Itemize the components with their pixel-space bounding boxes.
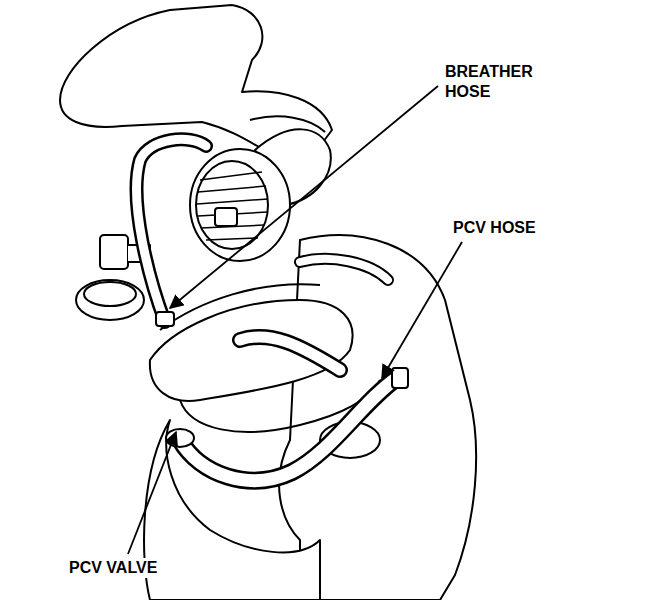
part-label: PCV HOSE (452, 218, 537, 238)
part-label: BREATHER HOSE (444, 62, 550, 102)
part-label: PCV VALVE (68, 558, 158, 578)
